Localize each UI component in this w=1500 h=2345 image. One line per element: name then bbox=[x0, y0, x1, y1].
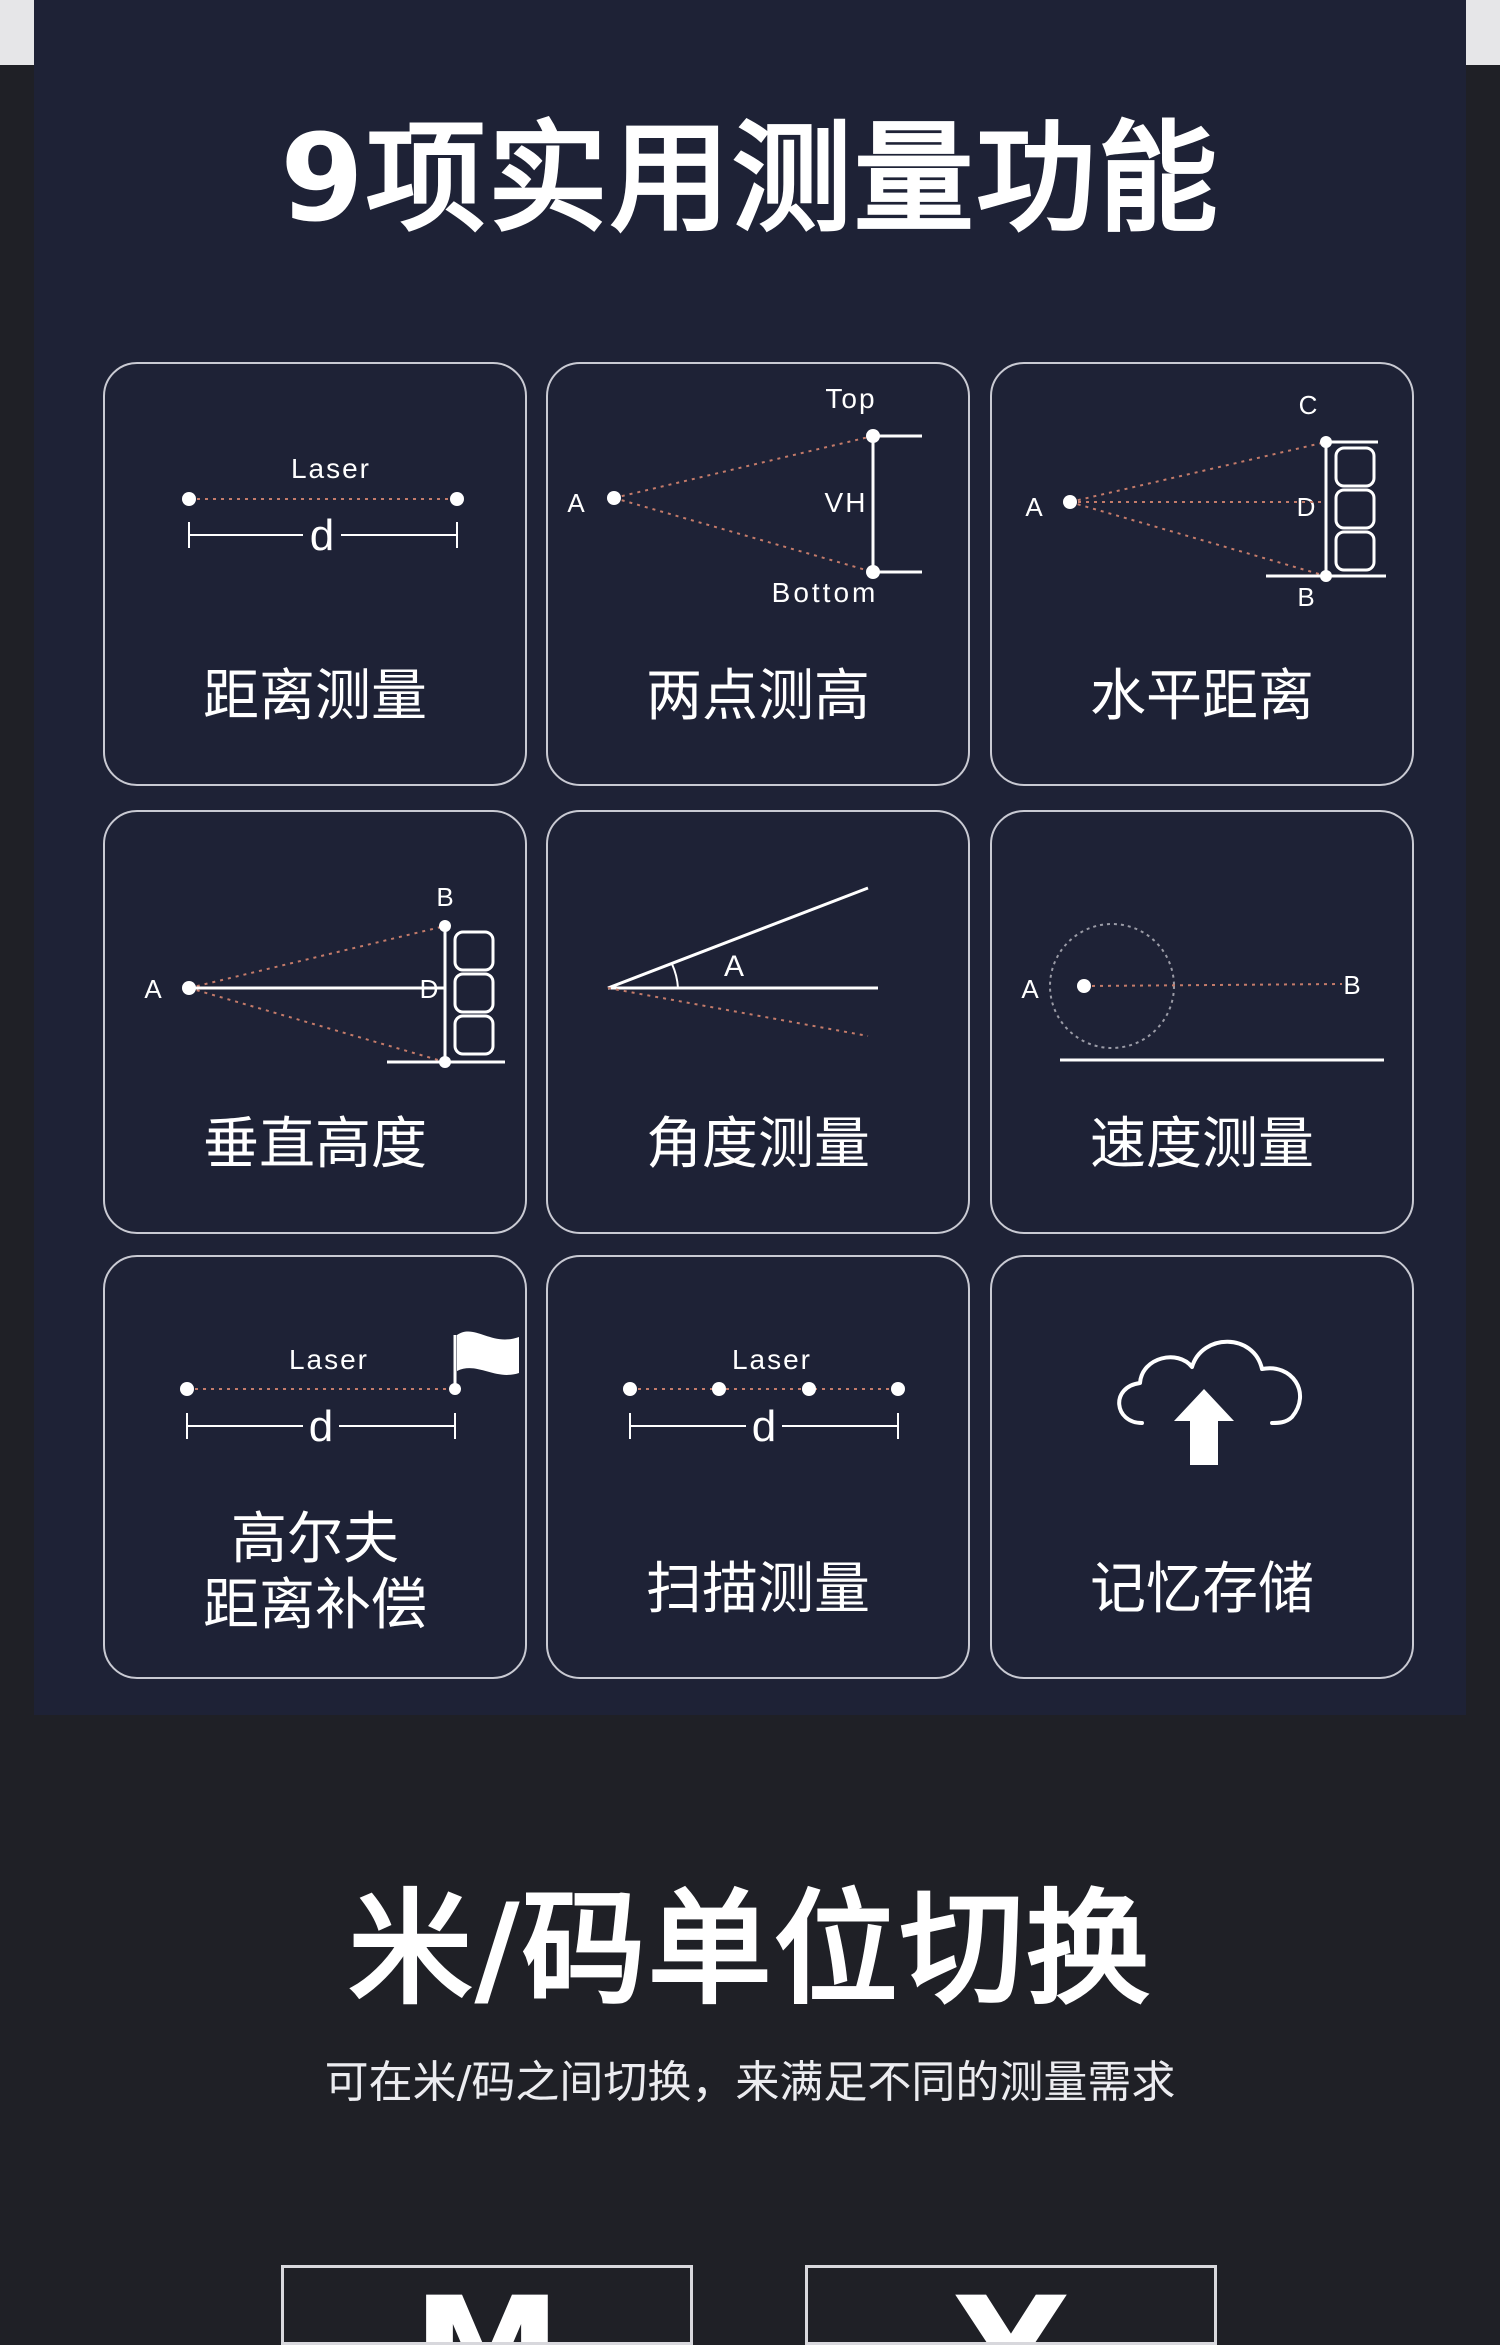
speed-diagram: A B bbox=[1021, 923, 1384, 1062]
b-label: B bbox=[1297, 582, 1314, 612]
feature-label-line1: 高尔夫 bbox=[231, 1507, 399, 1572]
unit-meter-box: M bbox=[281, 2265, 693, 2345]
b-label: B bbox=[436, 882, 453, 912]
unit-yard-label: Y bbox=[808, 2278, 1214, 2342]
feature-label-line2: 距离补偿 bbox=[203, 1573, 427, 1638]
feature-label: 角度测量 bbox=[646, 1112, 870, 1177]
feature-label: 扫描测量 bbox=[646, 1557, 870, 1622]
feature-label: 垂直高度 bbox=[203, 1112, 427, 1177]
d-label: d bbox=[752, 1402, 776, 1451]
feature-card-distance: Laser d 距离测量 bbox=[103, 362, 527, 786]
d-label: d bbox=[310, 511, 334, 560]
top-label: Top bbox=[825, 383, 876, 414]
laser-label: Laser bbox=[291, 453, 371, 484]
b-label: B bbox=[1343, 970, 1360, 1000]
top-strip-left bbox=[0, 0, 34, 65]
feature-card-angle: A 角度测量 bbox=[546, 810, 970, 1234]
scan-diagram: Laser d bbox=[623, 1344, 905, 1451]
two-point-height-diagram: Top A VH Bottom bbox=[567, 383, 922, 608]
unit-yard-box: Y bbox=[805, 2265, 1217, 2345]
unit-meter-label: M bbox=[284, 2278, 690, 2342]
c-label: C bbox=[1299, 390, 1318, 420]
bottom-label: Bottom bbox=[772, 577, 879, 608]
golf-diagram: Laser d bbox=[180, 1331, 519, 1451]
a-label: A bbox=[1025, 492, 1043, 522]
a-label: A bbox=[567, 488, 585, 518]
feature-card-two-point-height: Top A VH Bottom 两点测高 bbox=[546, 362, 970, 786]
feature-label: 高尔夫 距离补偿 bbox=[105, 1507, 525, 1639]
laser-label: Laser bbox=[732, 1344, 812, 1375]
top-strip-right bbox=[1466, 0, 1500, 65]
cloud-upload-icon bbox=[1117, 1339, 1303, 1465]
flag-icon bbox=[457, 1331, 519, 1375]
feature-label: 距离测量 bbox=[203, 664, 427, 729]
feature-card-golf: Laser d 高尔夫 距离补偿 bbox=[103, 1255, 527, 1679]
feature-card-scan: Laser d 扫描测量 bbox=[546, 1255, 970, 1679]
a-label: A bbox=[724, 950, 744, 983]
horizontal-distance-diagram: C A D B bbox=[1025, 390, 1386, 612]
a-label: A bbox=[144, 974, 162, 1004]
laser-label: Laser bbox=[289, 1344, 369, 1375]
feature-card-horizontal-distance: C A D B 水平距离 bbox=[990, 362, 1414, 786]
feature-card-speed: A B 速度测量 bbox=[990, 810, 1414, 1234]
feature-card-memory: 记忆存储 bbox=[990, 1255, 1414, 1679]
vertical-height-diagram: B A D bbox=[144, 882, 505, 1068]
units-section-subtitle: 可在米/码之间切换，来满足不同的测量需求 bbox=[324, 2057, 1176, 2108]
units-section-title: 米/码单位切换 bbox=[348, 1878, 1152, 2022]
a-label: A bbox=[1021, 974, 1039, 1004]
feature-label: 水平距离 bbox=[1090, 664, 1314, 729]
page-title: 9项实用测量功能 bbox=[280, 110, 1220, 249]
feature-label: 速度测量 bbox=[1090, 1112, 1314, 1177]
feature-card-vertical-height: B A D 垂直高度 bbox=[103, 810, 527, 1234]
d-label: d bbox=[309, 1402, 333, 1451]
feature-label: 两点测高 bbox=[646, 664, 870, 729]
distance-diagram: Laser d bbox=[182, 453, 464, 560]
d-label: D bbox=[1297, 492, 1316, 522]
vh-label: VH bbox=[825, 487, 868, 518]
angle-diagram: A bbox=[607, 886, 878, 1037]
feature-label: 记忆存储 bbox=[1090, 1557, 1314, 1622]
